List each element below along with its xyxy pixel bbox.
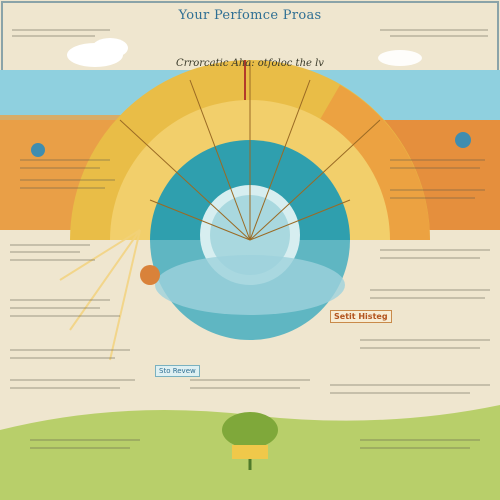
- cloud-icon: [67, 38, 128, 67]
- text-scribbles: [10, 29, 490, 449]
- tree-icon: [222, 412, 278, 448]
- history-label: Setit Histeg: [330, 310, 392, 323]
- lower-blob: [155, 255, 345, 315]
- arc-heading: Crrorcatic Aha: otfoloc the lv: [176, 58, 324, 69]
- cloud-icon-right: [378, 50, 422, 66]
- radial-spokes: [119, 62, 381, 241]
- globe-icon: [455, 132, 471, 148]
- orange-globe-icon: [140, 265, 160, 285]
- poster-title: Your Perfomce Proas: [178, 8, 322, 23]
- review-label: Sto Revew: [155, 365, 200, 377]
- sun-rays-icon: [59, 229, 141, 361]
- book-icon: [232, 445, 268, 459]
- globe-icon-left: [31, 143, 45, 157]
